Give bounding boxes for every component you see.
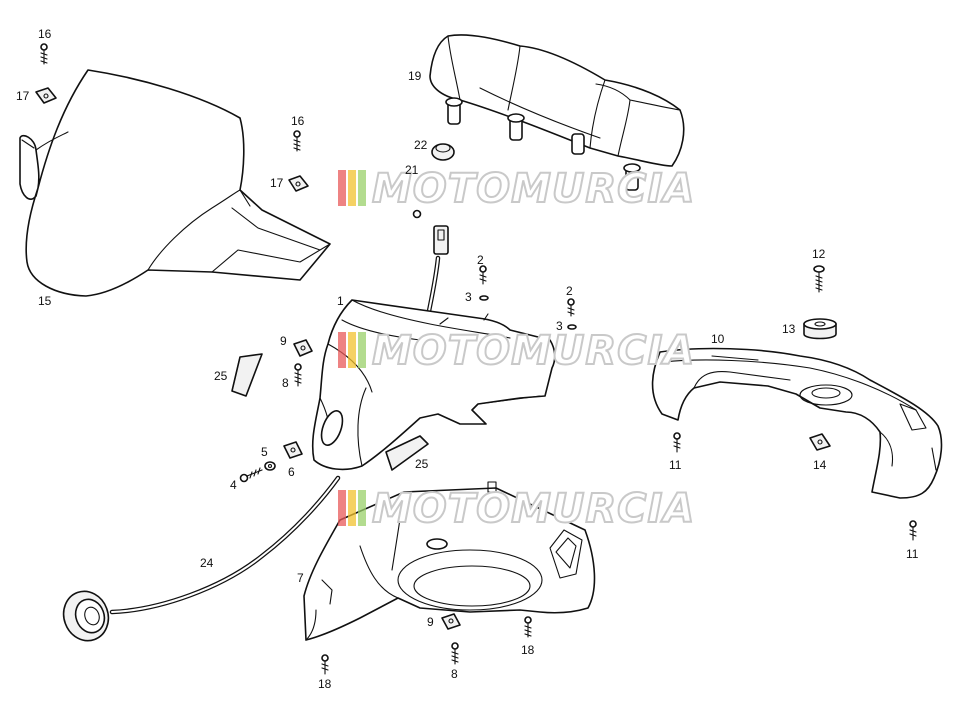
part-label: 8 <box>451 667 458 681</box>
part-label: 3 <box>556 319 563 333</box>
part-label: 18 <box>521 643 535 657</box>
screw-part-8-a <box>294 363 302 387</box>
connector-part-21 <box>412 209 449 319</box>
watermark-logo: MOTOMURCIA <box>338 165 695 213</box>
screw-part-11-a <box>673 432 681 453</box>
part-label: 2 <box>477 253 484 267</box>
part-label: 15 <box>38 294 52 308</box>
part-label: 12 <box>812 247 826 261</box>
part-label: 9 <box>427 615 434 629</box>
part-label: 8 <box>282 376 289 390</box>
screw-part-16-b <box>293 130 301 152</box>
watermark-logo: MOTOMURCIA <box>338 327 695 375</box>
clip-nut-part-14 <box>809 433 831 451</box>
clip-nut-part-6 <box>283 441 303 459</box>
part-label: 17 <box>270 176 284 190</box>
washer-part-5 <box>264 461 276 471</box>
clip-nut-part-9-b <box>441 613 461 630</box>
part-label: 11 <box>906 547 919 561</box>
part-label: 21 <box>405 163 419 177</box>
part-label: 16 <box>291 114 305 128</box>
part-label: 17 <box>16 89 30 103</box>
watermark-logo: MOTOMURCIA <box>338 485 695 533</box>
clip-nut-part-9-a <box>293 339 313 357</box>
rear-cover-part-10 <box>651 347 943 499</box>
screw-part-11-b <box>909 520 917 541</box>
screw-part-18-b <box>321 654 329 675</box>
spacer-part-13 <box>803 318 837 340</box>
part-label: 4 <box>230 478 237 492</box>
washer-part-3-a <box>479 295 489 301</box>
part-label: 9 <box>280 334 287 348</box>
part-label: 25 <box>214 369 228 383</box>
clip-nut-part-17-b <box>288 175 309 192</box>
part-label: 16 <box>38 27 52 41</box>
instrument-cluster-part-19 <box>429 34 685 191</box>
pad-part-25-a <box>231 353 263 397</box>
part-label: 18 <box>318 677 332 691</box>
part-labels: 16 17 15 16 17 19 22 21 2 3 2 3 1 9 8 25… <box>16 27 919 691</box>
screw-part-2-b <box>567 298 575 317</box>
lower-cover-part-7 <box>303 481 596 641</box>
screw-part-2-a <box>479 265 487 285</box>
part-label: 7 <box>297 571 304 585</box>
part-label: 24 <box>200 556 214 570</box>
screw-part-4 <box>239 467 263 483</box>
part-label: 3 <box>465 290 472 304</box>
clip-nut-part-17-a <box>35 87 57 104</box>
watermark-text: MOTOMURCIA <box>372 328 695 374</box>
part-label: 5 <box>261 445 268 459</box>
part-label: 19 <box>408 69 422 83</box>
part-label: 2 <box>566 284 573 298</box>
part-label: 25 <box>415 457 429 471</box>
pad-part-25-b <box>385 435 429 471</box>
part-label: 22 <box>414 138 428 152</box>
part-label: 6 <box>288 465 295 479</box>
handlebar-cover-part-1 <box>311 299 556 471</box>
screw-part-12 <box>813 265 825 293</box>
front-cover-part-15 <box>19 69 331 297</box>
part-label: 10 <box>711 332 725 346</box>
watermark-text: MOTOMURCIA <box>372 486 695 532</box>
screw-part-16-a <box>40 43 48 65</box>
part-label: 11 <box>669 458 682 472</box>
part-label: 13 <box>782 322 796 336</box>
part-label: 1 <box>337 294 344 308</box>
washer-part-3-b <box>567 324 577 330</box>
watermark-text: MOTOMURCIA <box>372 166 695 212</box>
cable-part-24 <box>62 475 341 642</box>
grommet-part-22 <box>431 143 455 161</box>
screw-part-8-b <box>451 642 459 665</box>
screw-part-18-a <box>524 616 532 638</box>
part-label: 14 <box>813 458 827 472</box>
